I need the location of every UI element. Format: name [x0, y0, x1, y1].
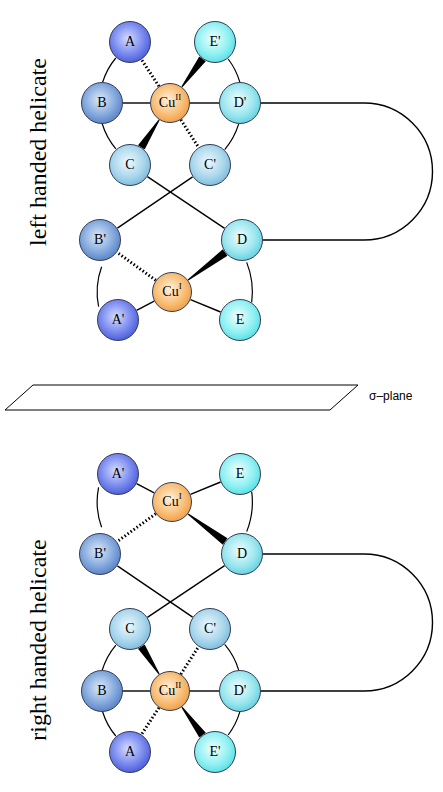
ligand-strand — [225, 644, 239, 670]
wedge-bond — [188, 249, 228, 280]
wedge-bond — [138, 645, 160, 675]
bond-line — [191, 482, 221, 494]
ligand-a: A — [109, 731, 151, 773]
oxidation-state: II — [175, 93, 181, 102]
copper-ion: CuII — [150, 83, 190, 123]
ligand-strand — [228, 712, 240, 735]
node-label: Cu — [162, 285, 178, 299]
copper-ion: CuI — [152, 272, 192, 312]
ligand-a: A' — [97, 299, 139, 341]
oxidation-state: II — [175, 681, 181, 690]
wedge-bond — [138, 120, 160, 150]
node-label: E' — [209, 745, 220, 759]
ligand-a: A — [109, 21, 151, 63]
ligand-strand — [228, 59, 240, 82]
helicate-title: right handed helicate — [25, 539, 52, 740]
node-label: A — [125, 35, 135, 49]
plane-label: σ–plane — [368, 389, 413, 403]
node-label: E — [236, 467, 245, 481]
node-label: C' — [204, 158, 216, 172]
node-label: D' — [234, 96, 247, 110]
node-label: C — [125, 158, 134, 172]
ligand-c: C — [109, 608, 151, 650]
hashed-bond — [142, 60, 160, 87]
ligand-b: B — [81, 82, 123, 124]
ligand-e: E' — [194, 21, 236, 63]
node-label: Cu — [159, 96, 175, 110]
node-label: A' — [112, 467, 125, 481]
hashed-bond — [181, 120, 199, 148]
node-label: D — [237, 547, 247, 561]
ligand-b: B' — [79, 219, 121, 261]
ligand-d: D' — [219, 670, 261, 712]
ligand-strand — [103, 58, 116, 82]
bond-line — [191, 300, 221, 312]
node-label: B' — [94, 233, 106, 247]
bond-line — [190, 102, 219, 103]
ligand-b: B — [81, 670, 123, 712]
bond-line — [137, 484, 155, 493]
ligand-e: E' — [194, 731, 236, 773]
ligand-d: D — [221, 533, 263, 575]
node-label: A' — [112, 313, 125, 327]
ligand-c: C' — [189, 608, 231, 650]
node-label: E' — [209, 35, 220, 49]
ligand-d: D — [221, 219, 263, 261]
hashed-bond — [117, 252, 156, 280]
node-label: Cu — [162, 495, 178, 509]
ligand-strand — [247, 262, 253, 302]
ligand-strand — [97, 487, 101, 527]
bond-line — [137, 301, 155, 310]
node-label: E — [236, 313, 245, 327]
hashed-bond — [117, 514, 156, 542]
wedge-bond — [181, 57, 205, 88]
ligand-c: C — [109, 144, 151, 186]
copper-ion: CuII — [150, 671, 190, 711]
helicate-title: left handed helicate — [25, 58, 52, 246]
ligand-strand — [247, 492, 253, 532]
ligand-strand — [102, 645, 116, 670]
oxidation-state: I — [179, 492, 182, 501]
ligand-strand — [103, 712, 116, 736]
hashed-bond — [142, 708, 160, 735]
ligand-linker — [261, 554, 433, 691]
node-label: B — [97, 684, 106, 698]
ligand-strand — [225, 124, 239, 150]
bond-line — [190, 690, 219, 691]
node-label: A — [125, 745, 135, 759]
ligand-c: C' — [189, 144, 231, 186]
ligand-strand — [102, 124, 116, 149]
ligand-b: B' — [79, 533, 121, 575]
node-label: B — [97, 96, 106, 110]
oxidation-state: I — [179, 282, 182, 291]
wedge-bond — [188, 513, 228, 544]
node-label: B' — [94, 547, 106, 561]
bond-line — [123, 102, 150, 103]
node-label: C' — [204, 622, 216, 636]
node-label: D' — [234, 684, 247, 698]
ligand-strand — [97, 267, 101, 307]
node-label: C — [125, 622, 134, 636]
ligand-e: E — [219, 299, 261, 341]
bond-line — [123, 690, 150, 691]
ligand-linker — [261, 103, 433, 240]
hashed-bond — [181, 647, 199, 675]
node-label: Cu — [159, 684, 175, 698]
node-label: D — [237, 233, 247, 247]
ligand-e: E — [219, 453, 261, 495]
wedge-bond — [181, 707, 205, 738]
copper-ion: CuI — [152, 482, 192, 522]
sigma-plane — [5, 385, 358, 410]
ligand-d: D' — [219, 82, 261, 124]
ligand-a: A' — [97, 453, 139, 495]
